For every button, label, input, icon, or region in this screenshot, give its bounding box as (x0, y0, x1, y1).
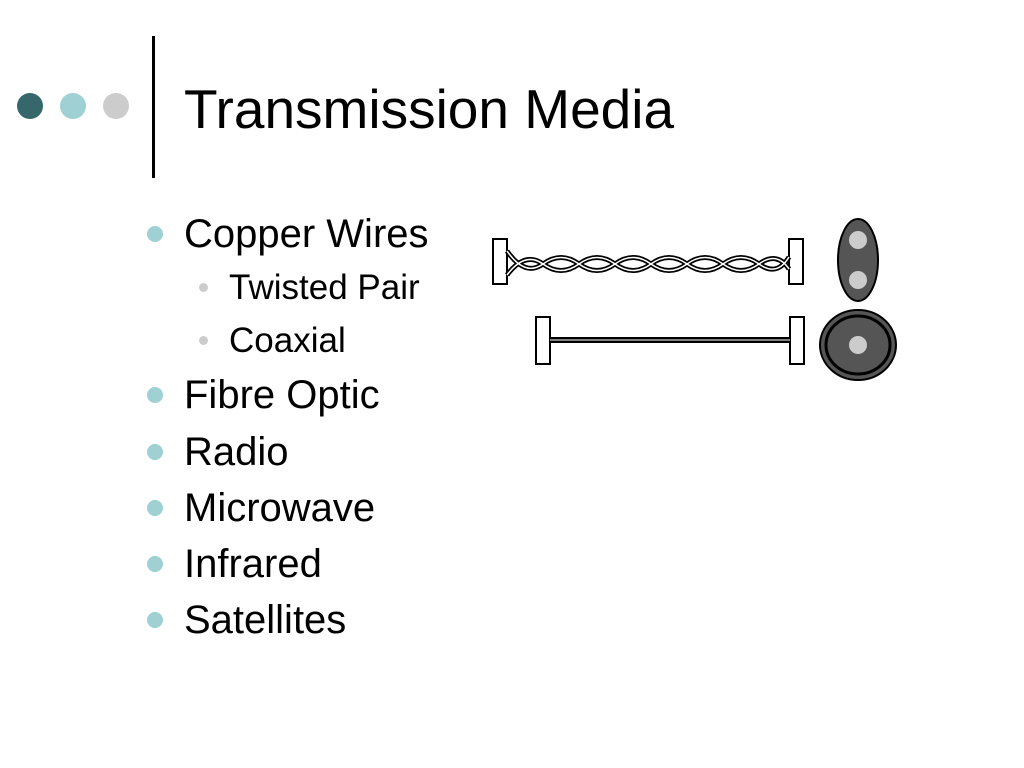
subbullet-item-coaxial: Coaxial (199, 321, 346, 361)
bullet-label: Satellites (184, 598, 347, 642)
bullet-label: Radio (184, 430, 289, 474)
subbullet-dot (199, 283, 208, 292)
bullet-item-fibre-optic: Fibre Optic (147, 372, 380, 418)
bullet-dot (147, 500, 163, 516)
coaxial-cross-section-icon (819, 309, 897, 381)
cable-illustration (492, 218, 897, 381)
header-dot-teal (60, 93, 86, 119)
bullet-label: Microwave (184, 486, 376, 530)
slide-title: Transmission Media (184, 78, 675, 140)
bullet-item-satellites: Satellites (147, 597, 347, 643)
bullet-dot (147, 387, 163, 403)
coaxial-cable-icon (535, 316, 805, 365)
header-dot-grey (103, 93, 129, 119)
header-dot-dark (17, 93, 43, 119)
bullet-dot (147, 556, 163, 572)
subbullet-item-twisted-pair: Twisted Pair (199, 268, 420, 308)
twisted-pair-cross-section-icon (837, 218, 879, 302)
bullet-dot (147, 612, 163, 628)
bullet-list: Copper Wires Twisted Pair Coaxial Fibre … (0, 0, 480, 768)
bullet-label: Fibre Optic (184, 373, 380, 417)
bullet-dot (147, 226, 163, 242)
subbullet-dot (199, 336, 208, 345)
title-divider (152, 36, 155, 178)
bullet-item-copper-wires: Copper Wires (147, 211, 429, 257)
bullet-item-radio: Radio (147, 429, 289, 475)
bullet-label: Infrared (184, 542, 322, 586)
bullet-item-microwave: Microwave (147, 485, 376, 531)
subbullet-label: Coaxial (229, 321, 346, 360)
bullet-dot (147, 444, 163, 460)
twisted-pair-cable-icon (492, 238, 804, 285)
bullet-item-infrared: Infrared (147, 541, 322, 587)
bullet-label: Copper Wires (184, 212, 429, 256)
subbullet-label: Twisted Pair (229, 268, 420, 307)
